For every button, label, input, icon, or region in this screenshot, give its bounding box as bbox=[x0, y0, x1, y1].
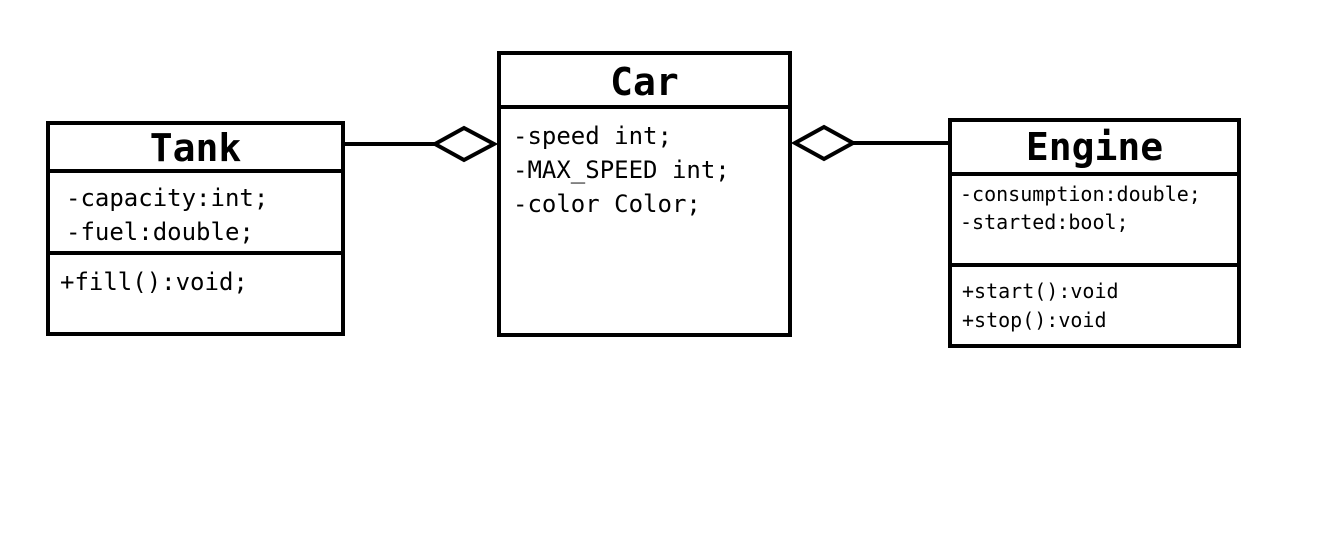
attribute-started: -started:bool; bbox=[960, 210, 1129, 234]
aggregation-diamond-car-left bbox=[430, 125, 499, 163]
attribute-capacity: -capacity:int; bbox=[66, 184, 269, 212]
class-name-engine: Engine bbox=[952, 122, 1237, 176]
attribute-fuel: -fuel:double; bbox=[66, 218, 254, 246]
methods-section-tank: +fill():void; bbox=[50, 255, 341, 299]
aggregation-engine-car bbox=[790, 124, 948, 162]
aggregation-diamond-car-right bbox=[790, 124, 858, 162]
attribute-max-speed: -MAX_SPEED int; bbox=[513, 156, 730, 184]
attribute-consumption: -consumption:double; bbox=[960, 182, 1201, 206]
attributes-section-tank: -capacity:int; -fuel:double; bbox=[50, 173, 341, 255]
attributes-section-engine: -consumption:double; -started:bool; bbox=[952, 176, 1237, 267]
attribute-speed: -speed int; bbox=[513, 122, 672, 150]
class-box-car: Car -speed int; -MAX_SPEED int; -color C… bbox=[497, 51, 792, 337]
methods-section-engine: +start():void +stop():void bbox=[952, 267, 1237, 335]
class-name-tank: Tank bbox=[50, 125, 341, 173]
attribute-color: -color Color; bbox=[513, 190, 701, 218]
method-fill: +fill():void; bbox=[60, 268, 248, 296]
attributes-section-car: -speed int; -MAX_SPEED int; -color Color… bbox=[501, 109, 788, 221]
aggregation-tank-car bbox=[345, 125, 499, 163]
method-stop: +stop():void bbox=[962, 308, 1107, 332]
class-box-tank: Tank -capacity:int; -fuel:double; +fill(… bbox=[46, 121, 345, 336]
class-box-engine: Engine -consumption:double; -started:boo… bbox=[948, 118, 1241, 348]
class-name-car: Car bbox=[501, 55, 788, 109]
method-start: +start():void bbox=[962, 279, 1119, 303]
